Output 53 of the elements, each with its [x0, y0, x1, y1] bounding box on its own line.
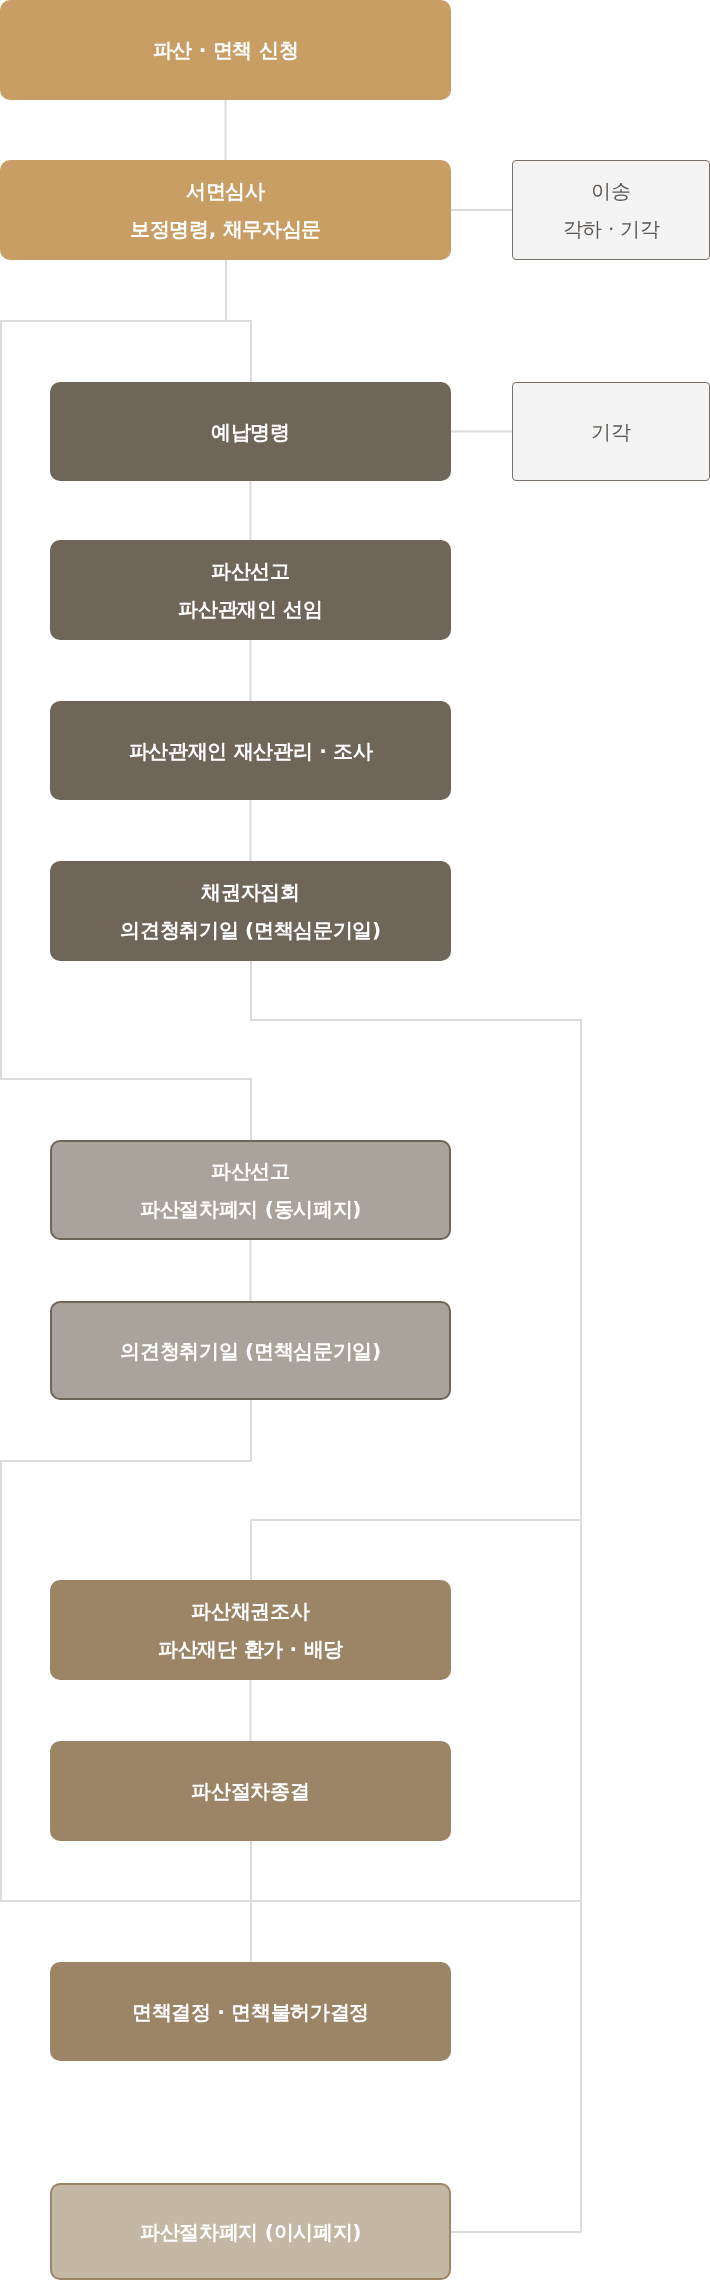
process-box — [50, 1580, 451, 1680]
connector-line — [450, 1900, 582, 2233]
connector-line — [249, 639, 252, 702]
connector-line — [224, 99, 227, 161]
step-text: 파산선고 — [211, 1158, 290, 1185]
connector-line — [249, 1239, 252, 1302]
step-text: 파산절차폐지 (이시폐지) — [139, 2218, 362, 2246]
process-box — [0, 0, 451, 100]
step-text: 면책결정 · 면책불허가결정 — [131, 1998, 370, 2026]
process-box — [50, 1962, 451, 2061]
connector-line — [250, 1840, 252, 1902]
process-box — [50, 1301, 451, 1400]
connector-line — [250, 1900, 252, 1963]
connector-line — [249, 1679, 252, 1742]
outcome-box — [512, 382, 710, 481]
step-text: 파산절차종결 — [191, 1778, 310, 1805]
step-text: 각하 · 기각 — [562, 216, 660, 243]
outcome-box — [512, 160, 710, 260]
connector-line — [450, 430, 513, 433]
step-text: 이송 — [591, 178, 631, 205]
step-text: 파산재단 환가 · 배당 — [158, 1636, 343, 1663]
step-text: 서면심사 — [186, 178, 265, 205]
step-text: 의견청취기일 (면책심문기일) — [120, 917, 381, 944]
connector-line — [580, 1519, 582, 1902]
connector-line — [450, 209, 513, 211]
connector-line — [225, 320, 252, 383]
step-text: 파산 · 면책 신청 — [152, 37, 299, 64]
process-box — [50, 1741, 451, 1841]
step-text: 파산관재인 선임 — [178, 596, 323, 623]
connector-line — [249, 799, 252, 862]
step-text: 의견청취기일 (면책심문기일) — [120, 1337, 381, 1365]
connector-line — [0, 320, 252, 1141]
connector-line — [250, 1519, 582, 1581]
process-box — [50, 382, 451, 481]
process-box — [0, 160, 451, 260]
step-text: 보정명령, 채무자심문 — [129, 216, 322, 243]
step-text: 파산관재인 재산관리 · 조사 — [128, 737, 373, 765]
process-box — [50, 2183, 451, 2280]
step-text: 채권자집회 — [201, 879, 300, 906]
connector-line — [225, 259, 227, 322]
process-box — [50, 1140, 451, 1240]
connector-line — [250, 960, 582, 1521]
step-text: 예납명령 — [211, 418, 290, 446]
connector-line — [249, 480, 252, 541]
process-box — [50, 861, 451, 961]
process-box — [50, 701, 451, 800]
connector-line — [0, 1399, 252, 1902]
connector-line — [250, 1900, 582, 1902]
process-box — [50, 540, 451, 640]
step-text: 파산선고 — [211, 558, 290, 585]
step-text: 파산채권조사 — [191, 1598, 310, 1625]
step-text: 기각 — [591, 418, 631, 446]
step-text: 파산절차폐지 (동시폐지) — [139, 1196, 362, 1223]
